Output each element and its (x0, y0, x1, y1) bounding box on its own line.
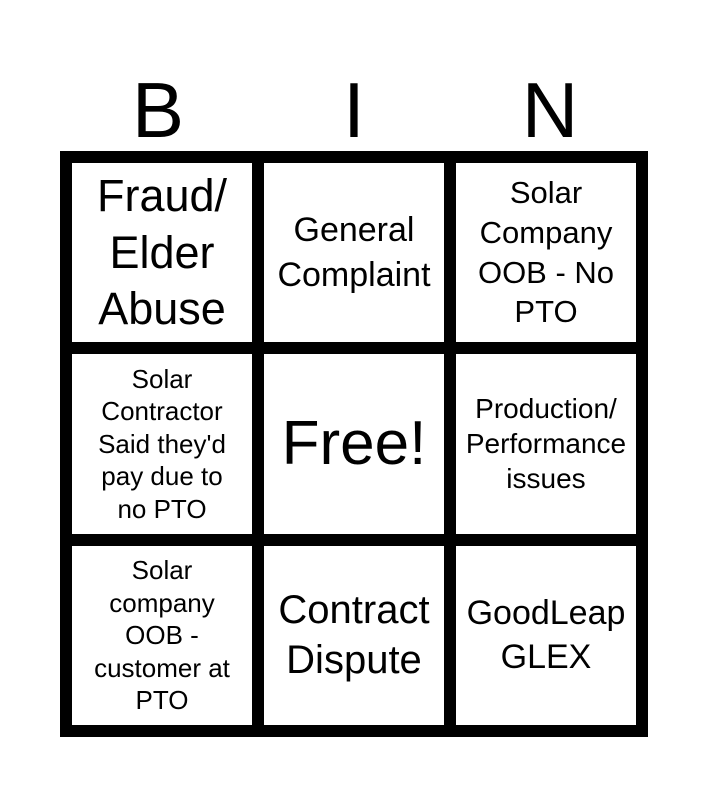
bingo-cell-contract-dispute[interactable]: Contract Dispute (258, 539, 450, 731)
bingo-cell-solar-company-oob-customer-at-pto[interactable]: Solar company OOB - customer at PTO (66, 539, 258, 731)
bingo-cell-goodleap-glex[interactable]: GoodLeap GLEX (450, 539, 642, 731)
cell-label: Solar Company OOB - No PTO (477, 175, 615, 330)
cell-label: Solar company OOB - customer at PTO (94, 555, 230, 716)
cell-label: Contract Dispute (278, 588, 430, 683)
cell-label: GoodLeap GLEX (466, 594, 626, 677)
cell-label: Fraud/ Elder Abuse (96, 170, 228, 334)
bingo-header: B I N (60, 0, 648, 151)
header-letter-b: B (131, 66, 185, 154)
bingo-grid: Fraud/ Elder Abuse General Complaint Sol… (60, 151, 648, 737)
header-letter-i: I (343, 66, 365, 154)
bingo-cell-solar-company-oob-no-pto[interactable]: Solar Company OOB - No PTO (450, 157, 642, 349)
header-letter-n: N (521, 66, 579, 154)
bingo-cell-fraud-elder-abuse[interactable]: Fraud/ Elder Abuse (66, 157, 258, 349)
bingo-cell-free-space[interactable]: Free! (258, 348, 450, 540)
cell-label: Production/ Performance issues (465, 393, 627, 495)
cell-label: Free! (281, 408, 427, 478)
bingo-cell-general-complaint[interactable]: General Complaint (258, 157, 450, 349)
cell-label: Solar Contractor Said they'd pay due to … (98, 363, 226, 524)
bingo-cell-solar-contractor-said-pay-no-pto[interactable]: Solar Contractor Said they'd pay due to … (66, 348, 258, 540)
bingo-cell-production-performance-issues[interactable]: Production/ Performance issues (450, 348, 642, 540)
cell-label: General Complaint (277, 211, 431, 294)
